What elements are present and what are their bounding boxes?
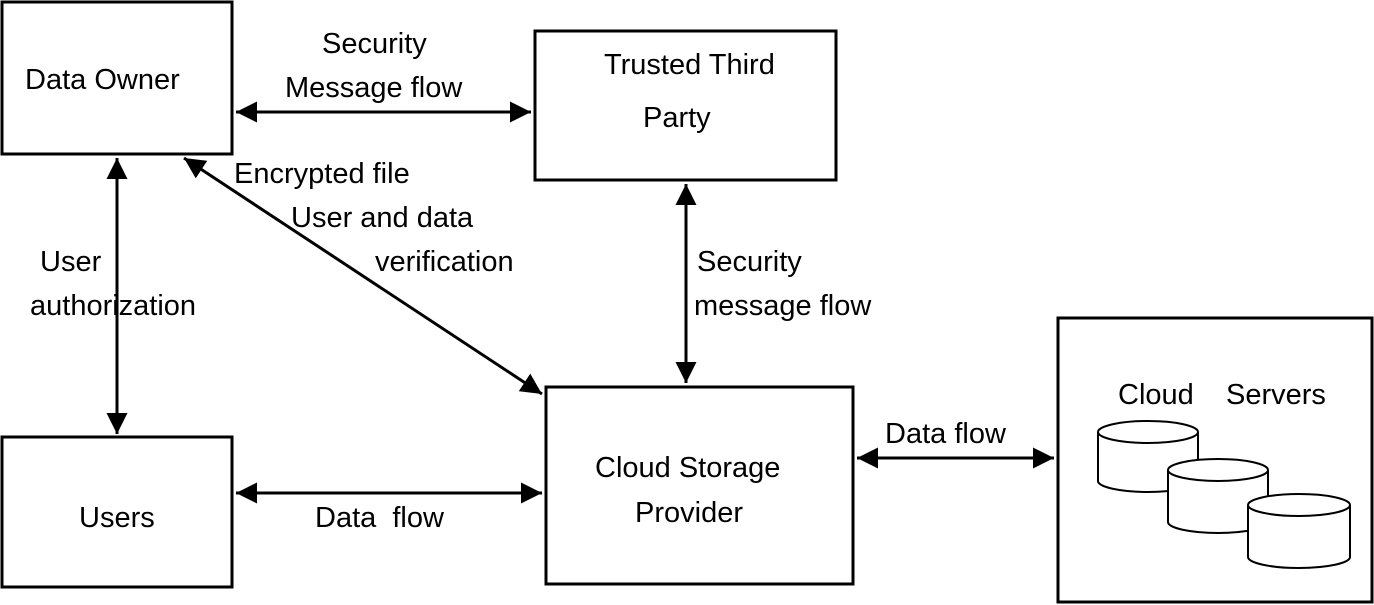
database-icon xyxy=(1167,458,1269,534)
users-label: Users xyxy=(79,502,155,534)
ttp-label-line2: Party xyxy=(643,102,711,134)
csp-label-line1: Cloud Storage xyxy=(595,452,781,484)
edge-label-owner-csp-line2: User and data xyxy=(291,202,474,234)
edge-label-owner-ttp-line2: Message flow xyxy=(285,72,463,104)
edge-label-csp-servers: Data flow xyxy=(885,418,1006,450)
csp-label-line2: Provider xyxy=(635,497,743,529)
edge-label-owner-ttp-line1: Security xyxy=(322,28,427,60)
edge-label-users-csp: Data flow xyxy=(315,502,444,534)
ttp-label-line1: Trusted Third xyxy=(604,49,775,81)
edge-label-ttp-csp-line2: message flow xyxy=(694,290,872,322)
cloud-servers-label-word2: Servers xyxy=(1226,379,1326,411)
edge-label-owner-users-line2: authorization xyxy=(30,290,197,322)
cloud-storage-provider-box[interactable] xyxy=(544,385,855,586)
edge-label-ttp-csp-line1: Security xyxy=(697,246,802,278)
edge-owner-csp xyxy=(183,156,543,396)
cloud-servers-label-word1: Cloud xyxy=(1118,379,1194,411)
data-owner-box[interactable] xyxy=(0,0,234,156)
database-icon xyxy=(1247,493,1351,569)
users-box[interactable] xyxy=(0,435,234,589)
edge-label-owner-csp-line3: verification xyxy=(375,246,514,278)
edge-label-owner-csp-line1: Encrypted file xyxy=(234,158,410,190)
trusted-third-party-box[interactable] xyxy=(533,29,838,182)
edge-label-owner-users-line1: User xyxy=(40,246,102,278)
data-owner-label: Data Owner xyxy=(25,64,180,96)
